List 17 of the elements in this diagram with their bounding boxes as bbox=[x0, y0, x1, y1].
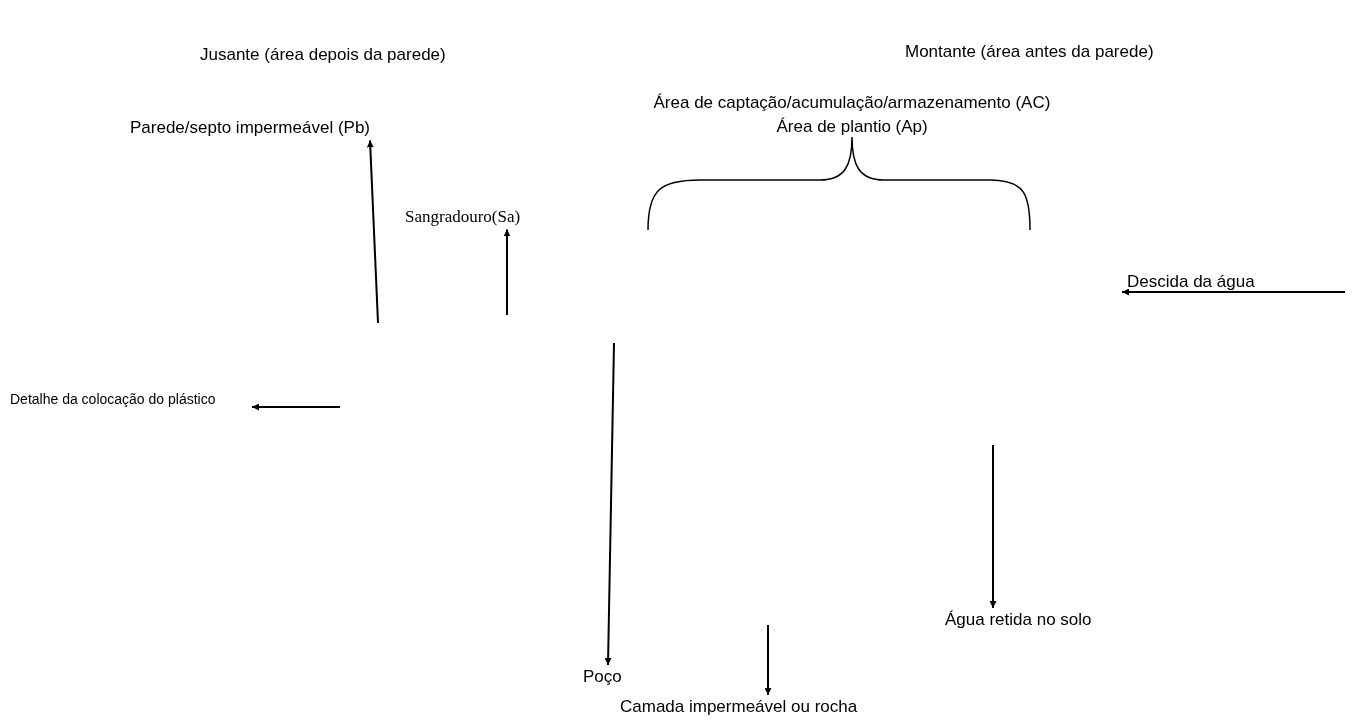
callout-text: Poço bbox=[583, 667, 622, 688]
area-label: Área de plantio (Ap) bbox=[776, 117, 928, 138]
arrow bbox=[604, 342, 615, 666]
flow-label: Descida da água bbox=[1127, 272, 1255, 293]
callout-text: Parede/septo impermeável (Pb) bbox=[130, 118, 370, 139]
arrow bbox=[989, 444, 997, 609]
callout-text: Camada impermeável ou rocha bbox=[620, 697, 858, 718]
callout-text: Sangradouro(Sa) bbox=[405, 207, 521, 228]
area-label: Área de captação/acumulação/armazenamento (AC) bbox=[653, 93, 1051, 114]
region-label: Montante (área antes da parede) bbox=[905, 42, 1154, 63]
region-label: Jusante (área depois da parede) bbox=[200, 45, 446, 66]
arrow bbox=[503, 228, 511, 316]
arrow bbox=[366, 139, 379, 324]
arrow bbox=[251, 403, 341, 411]
callout-text: Água retida no solo bbox=[945, 610, 1092, 631]
callout-text: Detalhe da colocação do plástico bbox=[10, 391, 250, 408]
arrow bbox=[764, 624, 772, 696]
